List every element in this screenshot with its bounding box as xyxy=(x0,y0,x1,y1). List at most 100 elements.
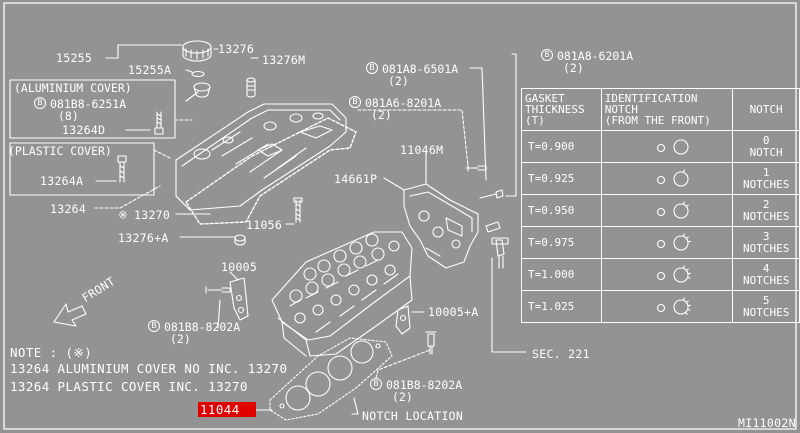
bolt-qty-2-right: (2) xyxy=(392,390,413,404)
notch-tick xyxy=(686,235,690,239)
small-hole-mark xyxy=(656,143,666,152)
bolt-symbol-b3: B xyxy=(541,49,553,61)
bolt-qty-2-left: (2) xyxy=(170,332,191,346)
table-header-row: GASKET THICKNESS (T) IDENTIFICATION NOTC… xyxy=(521,88,800,131)
large-hole-mark xyxy=(673,234,689,251)
diagram-code: MI11002N xyxy=(738,416,796,430)
thickness-cell: T=1.025 xyxy=(521,290,602,323)
bolt-symbol-b4: B xyxy=(349,96,361,108)
notch-tick xyxy=(687,308,691,311)
label-10005: 10005 xyxy=(221,260,258,274)
small-hole-mark xyxy=(656,271,666,280)
bolt-code-081a8-6501a: 081A8-6501A xyxy=(382,62,459,76)
bolt-qty-8: (8) xyxy=(58,109,79,123)
rocker-cover xyxy=(175,103,347,211)
notch-tick xyxy=(682,232,685,237)
label-10005a: 10005+A xyxy=(428,305,479,319)
notch-icon xyxy=(600,130,734,163)
thickness-cell: T=0.925 xyxy=(521,162,602,195)
header-notch: NOTCH xyxy=(732,88,800,131)
notch-tick xyxy=(682,200,685,205)
bolt-code-081b8-6251a: 081B8-6251A xyxy=(50,97,127,111)
highlighted-part-11044[interactable]: 11044 xyxy=(198,402,256,417)
label-13276a: 13276+A xyxy=(118,231,169,245)
notch-icon xyxy=(600,258,734,291)
large-hole-mark xyxy=(673,266,689,283)
large-hole-mark xyxy=(673,138,689,155)
note-title: NOTE : (※) xyxy=(10,345,93,360)
bolt-symbol-b5: B xyxy=(148,320,160,332)
notch-tick xyxy=(686,267,690,271)
bolt-code-081b8-8202a-left: 081B8-8202A xyxy=(164,320,241,334)
note-line-aluminium: 13264 ALUMINIUM COVER NO INC. 13270 xyxy=(10,361,288,376)
bolt-code-081a6-8201a: 081A6-8201A xyxy=(365,96,442,110)
label-sec221: SEC. 221 xyxy=(532,347,590,361)
plastic-cover-label: (PLASTIC COVER) xyxy=(8,144,112,158)
notch-tick xyxy=(687,240,691,242)
large-hole-mark xyxy=(673,202,689,219)
label-13276: 13276 xyxy=(218,42,255,56)
thickness-cell: T=1.000 xyxy=(521,258,602,291)
label-13264: 13264 xyxy=(50,202,87,216)
bolt-qty-2-b: (2) xyxy=(563,61,584,75)
front-cover xyxy=(403,183,479,269)
label-11056: 11056 xyxy=(246,218,283,232)
aluminium-cover-label: (ALUMINIUM COVER) xyxy=(14,81,132,95)
label-14661p: 14661P xyxy=(334,172,378,186)
bolt-qty-2-c: (2) xyxy=(371,108,392,122)
asterisk-mark: ※ xyxy=(118,208,128,222)
bolt-symbol-b6: B xyxy=(370,378,382,390)
bolt-symbol-b1: B xyxy=(34,97,46,109)
header-identification: IDENTIFICATION NOTCH (FROM THE FRONT) xyxy=(600,88,734,131)
small-hole-mark xyxy=(656,207,666,216)
bolt-code-081a8-6201a: 081A8-6201A xyxy=(557,49,634,63)
notch-tick xyxy=(682,264,685,269)
cylinder-head xyxy=(271,231,413,357)
thickness-cell: T=0.900 xyxy=(521,130,602,163)
notch-tick xyxy=(687,304,691,306)
label-15255: 15255 xyxy=(56,51,93,65)
front-arrow xyxy=(53,303,87,327)
gasket-thickness-table: GASKET THICKNESS (T) IDENTIFICATION NOTC… xyxy=(521,88,800,323)
note-line-plastic: 13264 PLASTIC COVER INC. 13270 xyxy=(10,379,248,394)
large-hole-mark xyxy=(673,298,689,315)
label-11046m: 11046M xyxy=(400,143,444,157)
label-13264d: 13264D xyxy=(62,123,106,137)
large-hole-mark xyxy=(673,170,689,187)
notch-tick xyxy=(682,168,685,173)
label-15255a: 15255A xyxy=(128,63,172,77)
notch-tick xyxy=(686,299,690,303)
label-notch-location: NOTCH LOCATION xyxy=(362,409,464,423)
notch-tick xyxy=(682,296,685,301)
notch-tick xyxy=(687,272,691,274)
label-13264a: 13264A xyxy=(40,174,84,188)
oil-filler-cap xyxy=(182,40,212,62)
notch-icon xyxy=(600,226,734,259)
notch-tick xyxy=(685,311,688,315)
head-gasket xyxy=(269,337,393,421)
notch-icon xyxy=(600,194,734,227)
notch-icon xyxy=(600,290,734,323)
notch-icon xyxy=(600,162,734,195)
label-13270: 13270 xyxy=(134,208,171,222)
notch-tick xyxy=(686,203,690,207)
label-13276m: 13276M xyxy=(262,53,306,67)
thickness-cell: T=0.975 xyxy=(521,226,602,259)
small-hole-mark xyxy=(656,303,666,312)
bolt-code-081b8-8202a-right: 081B8-8202A xyxy=(386,378,463,392)
header-thickness: GASKET THICKNESS (T) xyxy=(521,88,602,131)
